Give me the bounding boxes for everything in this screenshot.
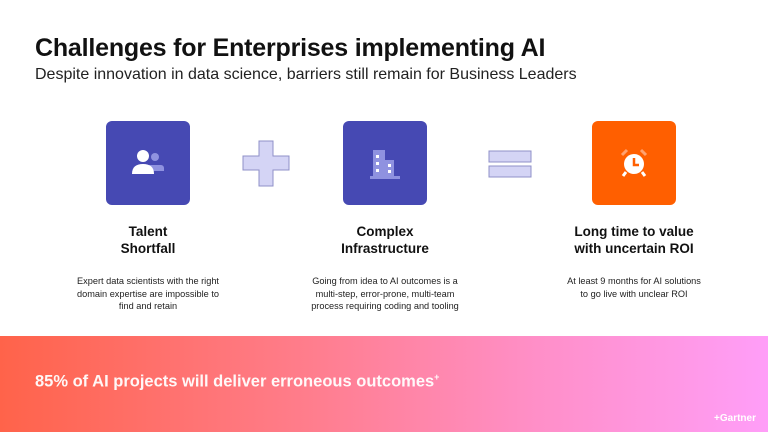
equals-icon	[488, 150, 532, 178]
source-label: +Gartner	[714, 413, 756, 424]
talent-heading-2: Shortfall	[120, 241, 176, 256]
talent-icon-tile	[106, 121, 190, 205]
statistic-banner: 85% of AI projects will deliver erroneou…	[0, 336, 768, 432]
infrastructure-heading-1: Complex	[356, 224, 414, 239]
footnote-mark: +	[434, 372, 440, 382]
infrastructure-heading-2: Infrastructure	[341, 241, 429, 256]
roi-description: At least 9 months for AI solutions to go…	[567, 276, 701, 299]
plus-icon	[242, 140, 290, 187]
talent-description: Expert data scientists with the right do…	[77, 276, 219, 311]
building-icon	[370, 150, 400, 179]
roi-heading-2: with uncertain ROI	[574, 241, 694, 256]
infrastructure-description: Going from idea to AI outcomes is a mult…	[311, 276, 459, 311]
time-icon-tile	[592, 121, 676, 205]
roi-heading-1: Long time to value	[574, 224, 694, 239]
people-icon	[132, 150, 164, 174]
roi-column: Long time to value with uncertain ROI At …	[524, 223, 744, 300]
infrastructure-icon-tile	[343, 121, 427, 205]
page-subtitle: Despite innovation in data science, barr…	[35, 66, 577, 83]
alarm-clock-icon	[620, 148, 648, 177]
statistic-text: 85% of AI projects will deliver erroneou…	[35, 372, 439, 392]
statistic-value: 85% of AI projects will deliver erroneou…	[35, 372, 435, 391]
talent-heading-1: Talent	[128, 224, 168, 239]
page-title: Challenges for Enterprises implementing …	[35, 34, 546, 62]
